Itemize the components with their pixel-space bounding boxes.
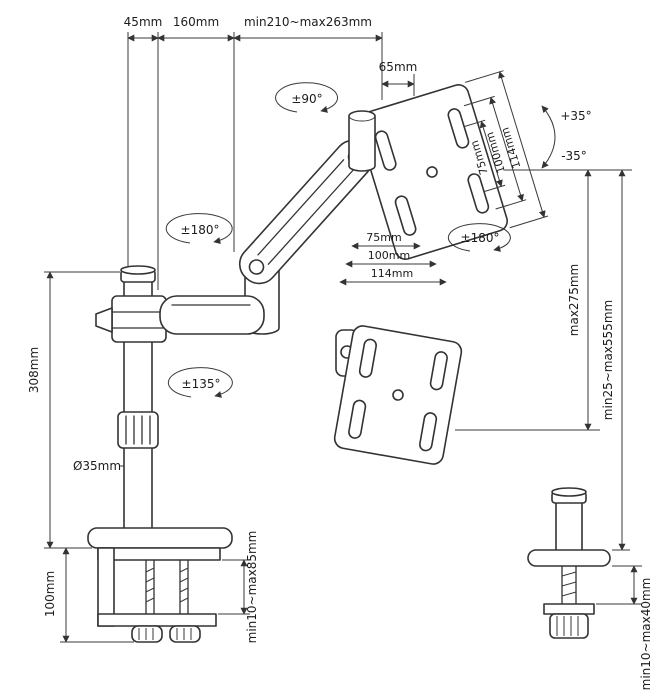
vesa-slot xyxy=(429,351,448,391)
vesa-plate-back xyxy=(333,325,463,465)
rotation-label-plate: ±180° xyxy=(461,231,500,245)
clamp-knob xyxy=(131,625,163,643)
rotation-base-swivel: ±135° xyxy=(167,367,233,398)
vesa-slot xyxy=(358,338,377,378)
dim-pole-height: 308mm xyxy=(27,271,120,549)
tilt-label-up: +35° xyxy=(560,109,591,123)
rotation-label-head-swivel: ±90° xyxy=(291,92,322,106)
rotation-plate: ±180° xyxy=(447,223,511,252)
vesa-slot xyxy=(467,173,490,214)
vesa-slot xyxy=(394,195,417,236)
vesa-slot xyxy=(419,412,438,452)
dim-arm1-length: 160mm xyxy=(157,15,235,252)
tilt-arc-icon xyxy=(541,105,556,169)
vesa-plate-front: 75mm 100mm 114mm xyxy=(356,70,549,260)
dim-label-head-depth: 65mm xyxy=(379,60,418,74)
grommet-mount xyxy=(527,487,611,639)
dim-label-vesa-h100: 100mm xyxy=(368,249,410,262)
rotation-arrow-icon xyxy=(447,223,511,252)
dim-label-clamp-height: 100mm xyxy=(43,571,57,617)
vesa-center-hole xyxy=(392,389,404,401)
vesa-width-dims: 75mm 100mm 114mm xyxy=(339,231,447,286)
dim-label-vesa-h75: 75mm xyxy=(366,231,401,244)
dim-pole-diameter: Ø35mm xyxy=(73,459,127,473)
dim-grommet-range: min10~max40mm xyxy=(596,565,653,691)
lower-arm-link xyxy=(159,295,265,335)
tilt-range: +35° -35° xyxy=(541,105,592,169)
clamp-lever xyxy=(95,307,113,333)
tilt-label-down: -35° xyxy=(561,149,587,163)
grommet-knob xyxy=(549,613,589,639)
dim-head-depth: 65mm xyxy=(379,60,418,96)
rotation-head-swivel: ±90° xyxy=(275,82,339,113)
dim-clamp-height: 100mm xyxy=(43,547,134,643)
dim-clamp-range: min10~max85mm xyxy=(218,531,259,644)
dim-pole-offset: 45mm xyxy=(124,15,163,290)
dim-label-grommet-range: min10~max40mm xyxy=(639,578,653,691)
vesa-center-hole xyxy=(426,166,438,178)
dim-label-pole-diameter: Ø35mm xyxy=(73,459,121,473)
dim-height-max: max275mm xyxy=(455,169,632,431)
rotation-elbow-swivel: ±180° xyxy=(165,213,233,245)
dim-label-height-max: max275mm xyxy=(567,264,581,336)
dim-label-vesa-h114: 114mm xyxy=(371,267,413,280)
vesa-slot xyxy=(374,130,397,171)
arm-mount-collar xyxy=(95,295,167,343)
rotation-arrow-icon xyxy=(165,213,233,245)
dim-height-range: min25~max555mm xyxy=(601,169,630,551)
rotation-arrow-icon xyxy=(167,367,233,398)
dim-label-arm1-length: 160mm xyxy=(173,15,219,29)
height-adjustment-knob xyxy=(117,411,159,449)
clamp-knob xyxy=(169,625,201,643)
dim-label-pole-offset: 45mm xyxy=(124,15,163,29)
rotation-label-elbow-swivel: ±180° xyxy=(181,223,220,237)
vesa-slot xyxy=(348,399,367,439)
dim-label-arm2-reach: min210~max263mm xyxy=(244,15,372,29)
dim-label-clamp-range: min10~max85mm xyxy=(245,531,259,644)
dim-label-pole-height: 308mm xyxy=(27,347,41,393)
rotation-arrow-icon xyxy=(275,82,339,113)
dim-label-height-range: min25~max555mm xyxy=(601,300,615,420)
dim-arm2-reach: min210~max263mm xyxy=(233,15,383,100)
rotation-label-base-swivel: ±135° xyxy=(182,377,221,391)
head-joint xyxy=(348,110,376,172)
desk-clamp xyxy=(87,527,233,643)
